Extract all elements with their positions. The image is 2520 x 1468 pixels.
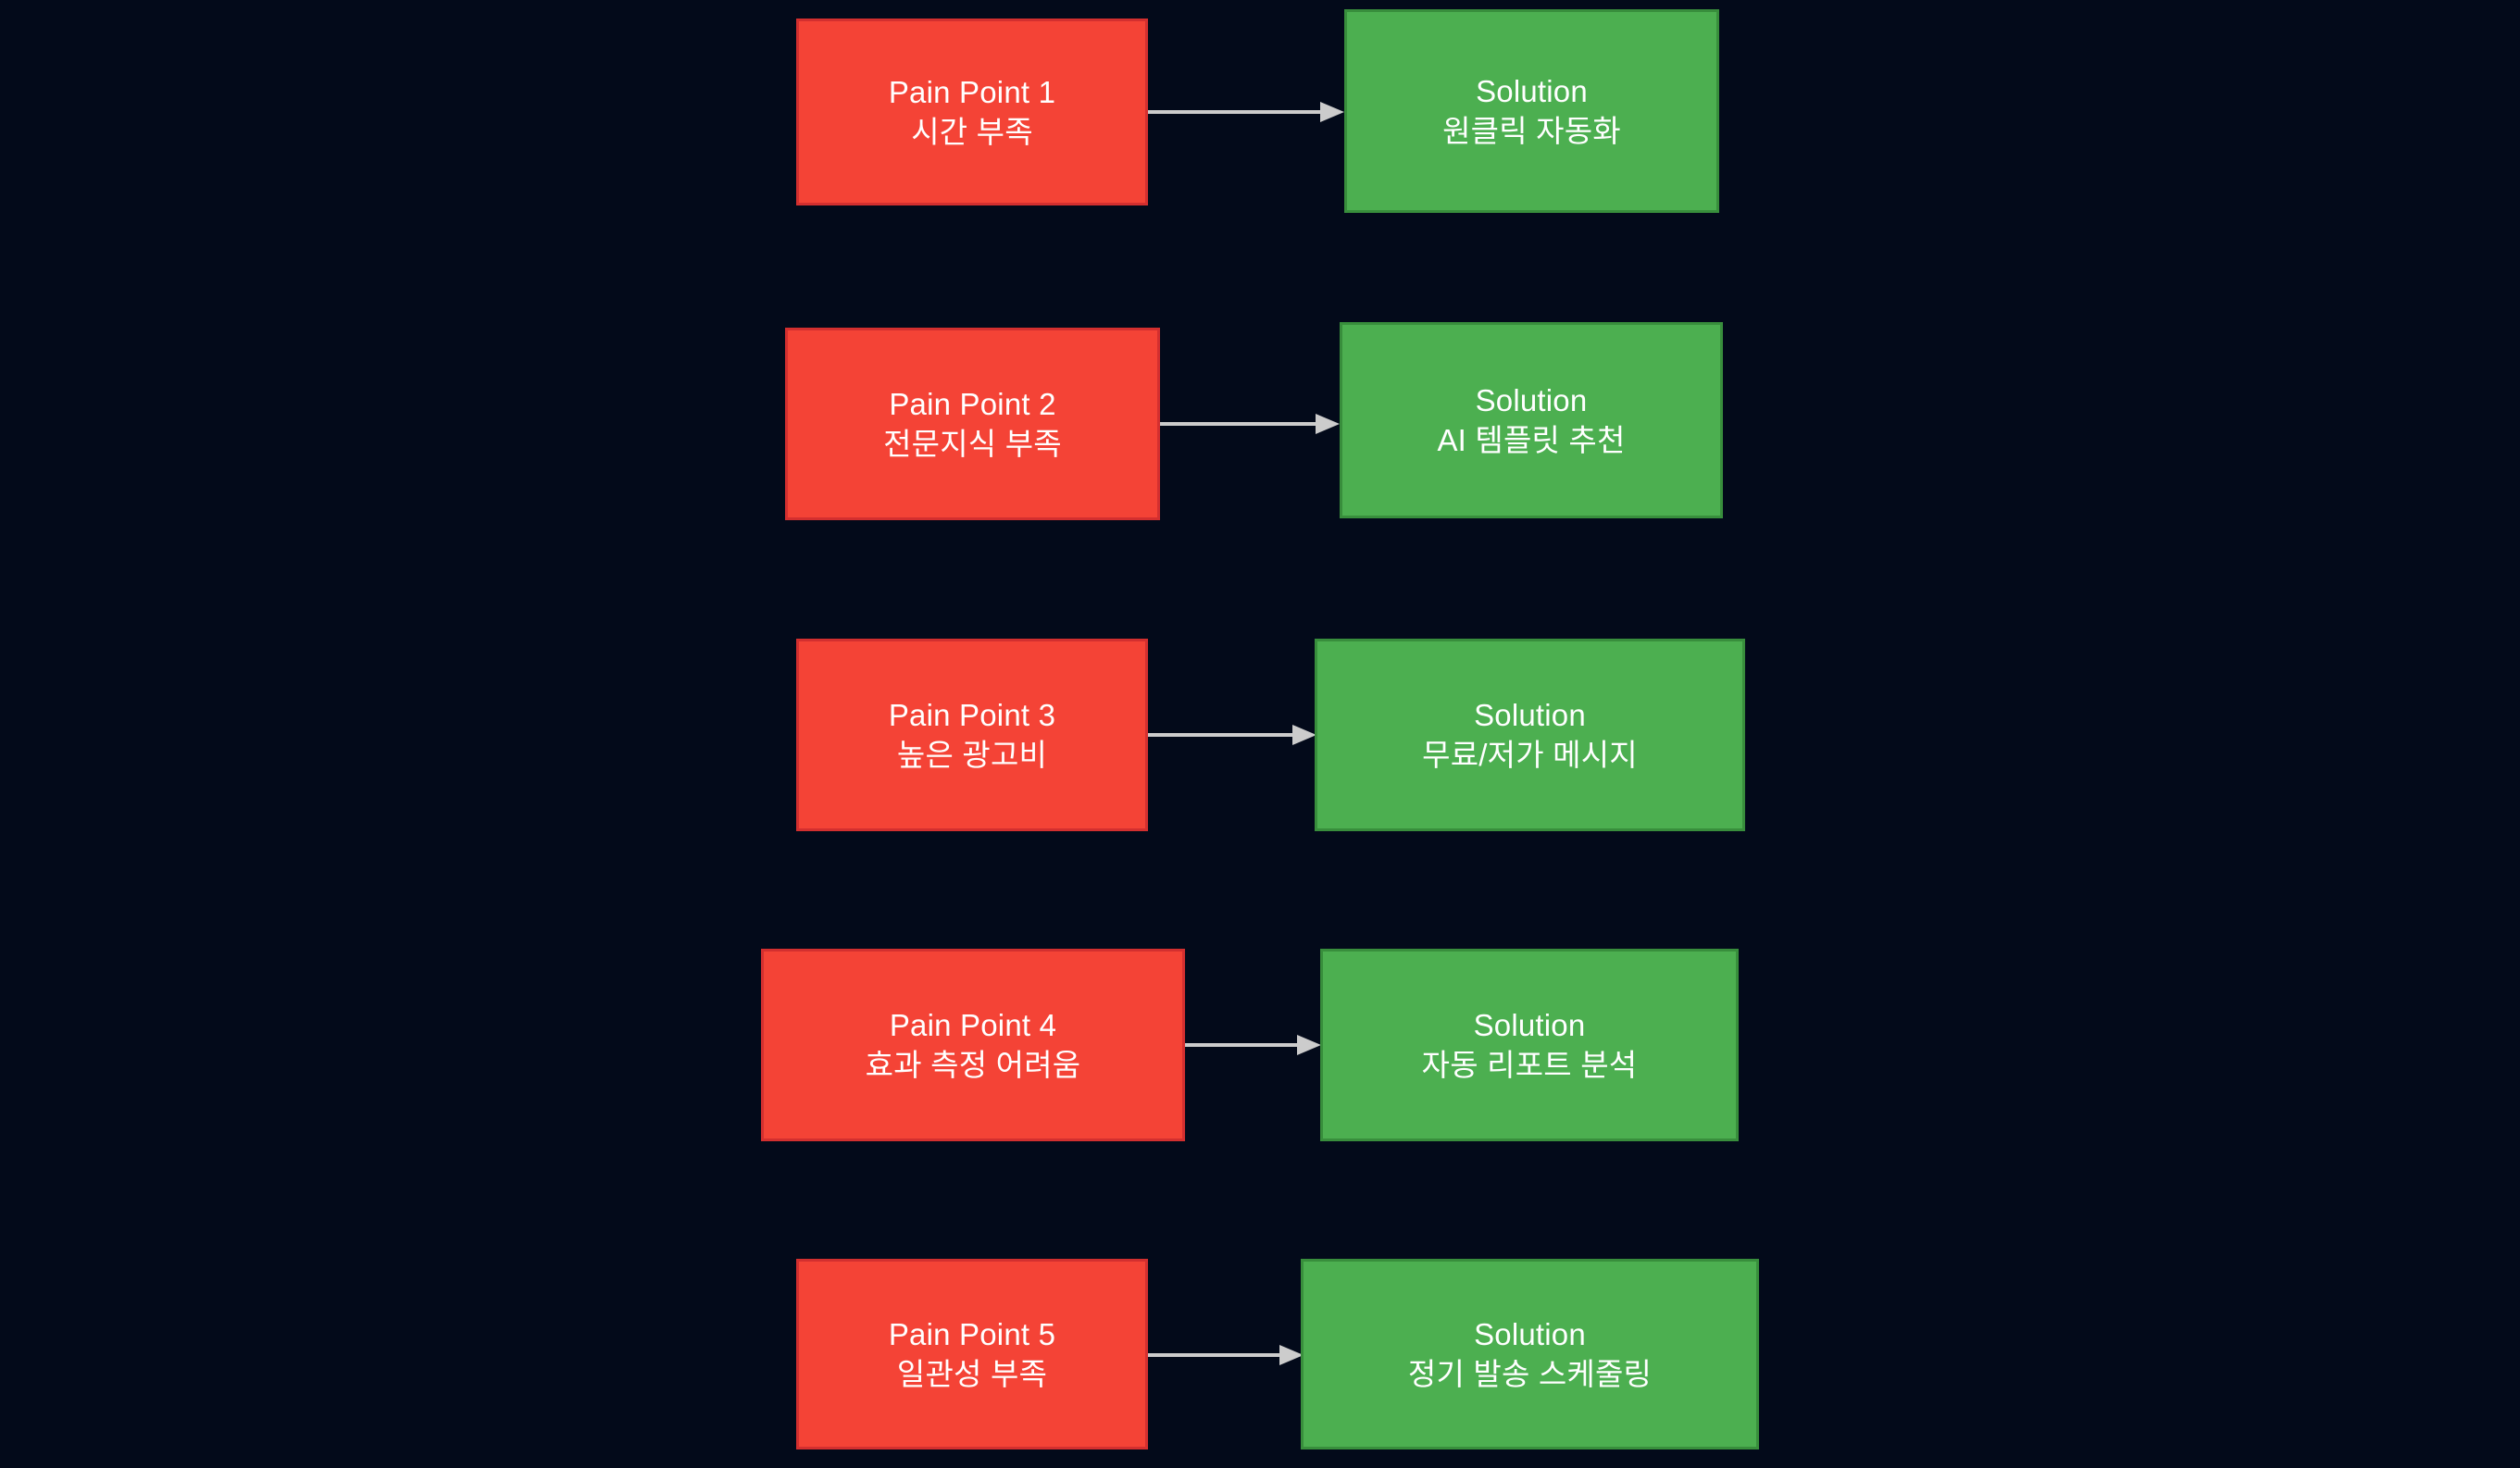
arrow-row-5	[1148, 1345, 1304, 1365]
pain-point-node-2-subtitle: 전문지식 부족	[883, 427, 1062, 461]
solution-node-3-subtitle: 무료/저가 메시지	[1422, 738, 1638, 772]
pain-point-node-3-title: Pain Point 3	[888, 698, 1056, 732]
solution-node-5-subtitle: 정기 발송 스케줄링	[1407, 1357, 1653, 1391]
solution-node-5[interactable]: Solution 정기 발송 스케줄링	[1301, 1259, 1759, 1449]
pain-point-node-4-title: Pain Point 4	[889, 1008, 1057, 1042]
arrow-row-2	[1160, 414, 1340, 434]
solution-node-4-subtitle: 자동 리포트 분석	[1421, 1048, 1638, 1082]
pain-point-node-5-title: Pain Point 5	[888, 1317, 1056, 1351]
pain-point-node-5-subtitle: 일관성 부족	[896, 1357, 1048, 1391]
solution-node-1[interactable]: Solution 원클릭 자동화	[1344, 9, 1719, 213]
pain-point-node-1[interactable]: Pain Point 1 시간 부족	[796, 19, 1148, 205]
solution-node-4-title: Solution	[1473, 1008, 1586, 1042]
arrow-row-4	[1185, 1035, 1321, 1055]
solution-node-2[interactable]: Solution AI 템플릿 추천	[1340, 322, 1723, 518]
arrow-row-1	[1148, 102, 1344, 122]
pain-point-node-3-subtitle: 높은 광고비	[896, 738, 1048, 772]
pain-point-node-4[interactable]: Pain Point 4 효과 측정 어려움	[761, 949, 1185, 1141]
solution-node-2-title: Solution	[1475, 383, 1588, 417]
pain-point-node-3[interactable]: Pain Point 3 높은 광고비	[796, 639, 1148, 831]
pain-point-node-2[interactable]: Pain Point 2 전문지식 부족	[785, 328, 1160, 520]
pain-point-node-5[interactable]: Pain Point 5 일관성 부족	[796, 1259, 1148, 1449]
solution-node-1-title: Solution	[1476, 74, 1588, 108]
solution-node-1-subtitle: 원클릭 자동화	[1442, 114, 1621, 148]
solution-node-3-title: Solution	[1474, 698, 1586, 732]
solution-node-4[interactable]: Solution 자동 리포트 분석	[1320, 949, 1739, 1141]
pain-point-node-2-title: Pain Point 2	[889, 387, 1056, 421]
pain-point-node-1-title: Pain Point 1	[888, 75, 1056, 109]
pain-point-node-1-subtitle: 시간 부족	[911, 115, 1033, 149]
pain-point-node-4-subtitle: 효과 측정 어려움	[865, 1048, 1081, 1082]
arrow-row-3	[1148, 725, 1316, 745]
solution-node-2-subtitle: AI 템플릿 추천	[1437, 423, 1626, 457]
solution-node-3[interactable]: Solution 무료/저가 메시지	[1315, 639, 1745, 831]
solution-node-5-title: Solution	[1474, 1317, 1586, 1351]
